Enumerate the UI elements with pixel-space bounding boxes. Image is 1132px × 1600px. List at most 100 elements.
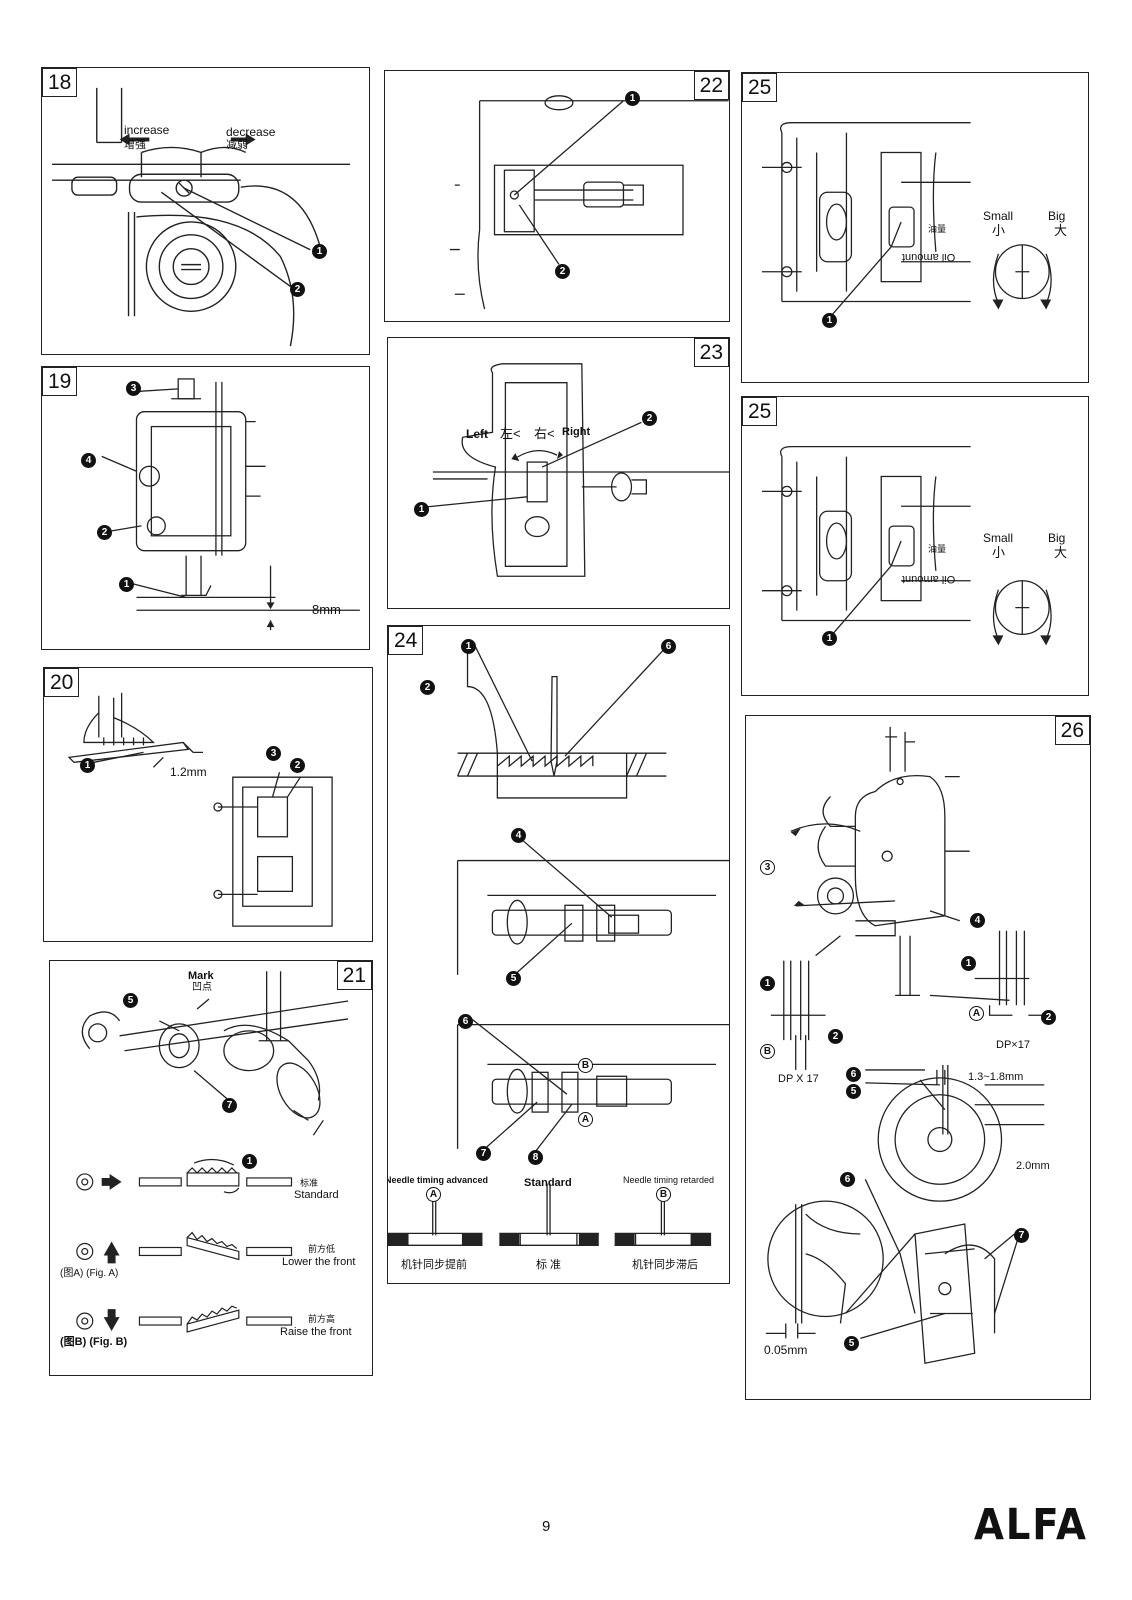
increase-cn-label: 增强 [124,139,146,151]
marker-7: 7 [222,1098,237,1113]
figure-number: 19 [42,367,78,396]
left-cn-label: 左< [500,426,521,441]
marker-2: 2 [642,411,657,426]
figure-22: 22 1 2 [384,70,730,322]
figure-23-illustration [427,363,729,577]
figure-20: 20 1 1.2mm 3 2 [43,667,373,942]
mark-cn-label: 凹点 [192,982,212,993]
increase-label: increase [124,123,170,137]
figure-26: 26 [745,715,1091,1400]
marker-4: 4 [511,828,526,843]
standard-cn-label: 标准 [300,1178,319,1188]
figure-18: 18 increase 增强 decrease 减弱 1 2 [41,67,370,355]
figure-25-bottom-illustration [762,446,1052,646]
marker-6: 6 [661,639,676,654]
raise-cn-label: 前方高 [308,1314,336,1324]
measure-label: 1.2mm [170,765,207,779]
retarded-label: Needle timing retarded [623,1175,715,1185]
marker-2: 2 [555,264,570,279]
figure-21: 21 [49,960,373,1376]
raise-label: Raise the front [280,1326,352,1338]
figure-19-illustration [101,378,360,631]
dp-right-label: DP×17 [996,1039,1030,1051]
marker-a: A [578,1112,593,1127]
marker-1: 1 [80,758,95,773]
figure-22-illustration [449,95,729,310]
marker-b: B [656,1187,671,1202]
marker-8: 8 [528,1150,543,1165]
marker-6: 6 [458,1014,473,1029]
figure-19: 19 3 4 2 1 8mm [41,366,370,650]
right-cn-label: 右< [534,426,555,441]
figure-26-illustration [765,726,1045,1364]
oil-label: Oil amount [902,251,956,263]
marker-a: A [426,1187,441,1202]
marker-2: 2 [420,680,435,695]
figure-25-top-illustration [761,122,1052,316]
small-cn-label: 小 [992,545,1006,560]
gap-label: 2.0mm [1016,1160,1050,1172]
marker-3: 3 [126,381,141,396]
figure-20-illustration [67,692,333,927]
oil-cn-label: 油量 [928,544,947,554]
figure-number: 20 [44,668,80,697]
small-label: Small [983,531,1014,545]
marker-2: 2 [97,525,112,540]
figure-number: 21 [336,961,372,990]
marker-5: 5 [123,993,138,1008]
marker-7: 7 [476,1146,491,1161]
figure-number: 18 [42,68,78,97]
big-label: Big [1048,531,1066,545]
measure-label: 8mm [312,602,341,617]
marker-b: B [760,1044,775,1059]
standard-label: Standard [294,1189,339,1201]
standard-label: Standard [524,1177,572,1189]
figure-25-bottom: 25 Small Big 小 大 油量 Oil amount 1 [741,396,1089,696]
figure-number: 24 [388,626,424,655]
marker-1: 1 [119,577,134,592]
marker-a: A [969,1006,984,1021]
figure-25-top: 25 Small Big 小 大 油量 Oil amount 1 [741,72,1089,383]
decrease-cn-label: 减弱 [226,139,248,151]
fig-b-label: (图B) (Fig. B) [60,1336,128,1348]
marker-1: 1 [961,956,976,971]
marker-2: 2 [1041,1010,1056,1025]
small-cn-label: 小 [992,223,1006,238]
figure-number: 25 [742,73,778,102]
marker-4: 4 [970,913,985,928]
advanced-label: Needle timing advanced [387,1175,489,1185]
figure-number: 25 [742,397,778,426]
marker-6: 6 [846,1067,861,1082]
dp-left-label: DP X 17 [778,1073,819,1085]
figure-number: 22 [693,71,729,100]
marker-3: 3 [760,860,775,875]
big-label: Big [1048,209,1066,223]
marker-2: 2 [290,282,305,297]
small-label: Small [983,209,1014,223]
marker-1: 1 [312,244,327,259]
fig-a-label: (图A) (Fig. A) [60,1268,119,1279]
marker-1: 1 [822,631,837,646]
standard-cn-label: 标 准 [536,1259,562,1271]
page-number: 9 [542,1518,551,1535]
figure-number: 26 [1054,716,1090,745]
marker-1: 1 [625,91,640,106]
figure-18-illustration [52,87,350,347]
marker-b: B [578,1058,593,1073]
big-cn-label: 大 [1054,223,1068,238]
decrease-label: decrease [226,125,276,139]
big-cn-label: 大 [1054,545,1068,560]
left-label: Left [466,427,488,441]
marker-1: 1 [242,1154,257,1169]
oil-cn-label: 油量 [928,224,947,234]
figure-21-illustration [76,971,349,1333]
marker-5: 5 [506,971,521,986]
brand-logo: ALFA [974,1500,1088,1550]
marker-1: 1 [414,502,429,517]
right-label: Right [562,426,591,438]
marker-7: 7 [1014,1228,1029,1243]
figure-24-illustration [388,646,729,1246]
figure-number: 23 [693,338,729,367]
oil-label: Oil amount [902,573,956,585]
marker-2: 2 [290,758,305,773]
